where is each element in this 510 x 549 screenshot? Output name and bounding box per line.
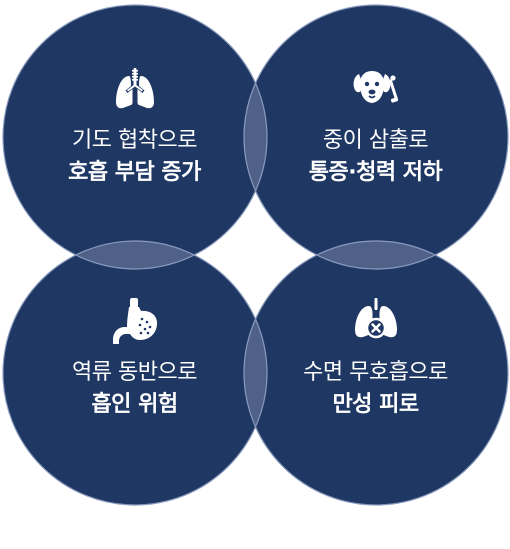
- circle-top-left: [3, 5, 267, 269]
- circle-line1: 중이 삼출로: [322, 128, 429, 153]
- circle-line1: 수면 무호흡으로: [303, 360, 448, 385]
- circle-line2: 통증·청력 저하: [308, 160, 443, 185]
- circle-content-ear: 중이 삼출로 통증·청력 저하: [248, 62, 503, 317]
- circle-line2: 흡인 위험: [91, 392, 178, 417]
- venn-diagram: 기도 협착으로 호흡 부담 증가 중이 삼출로 통증·청력 저하: [2, 4, 509, 506]
- circle-content-apnea: 수면 무호흡으로 만성 피로: [248, 294, 503, 549]
- circles-layer: [2, 4, 509, 506]
- lungs-blocked-icon: [354, 298, 397, 339]
- circle-line2: 만성 피로: [332, 392, 419, 417]
- stomach-icon: [112, 298, 157, 344]
- dog-head-icon: [353, 71, 398, 103]
- circle-bottom-right: [244, 241, 508, 505]
- lungs-icon: [115, 68, 154, 109]
- circle-content-airway: 기도 협착으로 호흡 부담 증가: [7, 62, 262, 317]
- circle-line1: 역류 동반으로: [72, 360, 197, 385]
- circle-content-reflux: 역류 동반으로 흡인 위험: [7, 294, 262, 549]
- circle-line1: 기도 협착으로: [72, 128, 197, 153]
- circle-line2: 호흡 부담 증가: [68, 160, 201, 185]
- circle-bottom-left: [3, 241, 267, 505]
- circle-top-right: [244, 5, 508, 269]
